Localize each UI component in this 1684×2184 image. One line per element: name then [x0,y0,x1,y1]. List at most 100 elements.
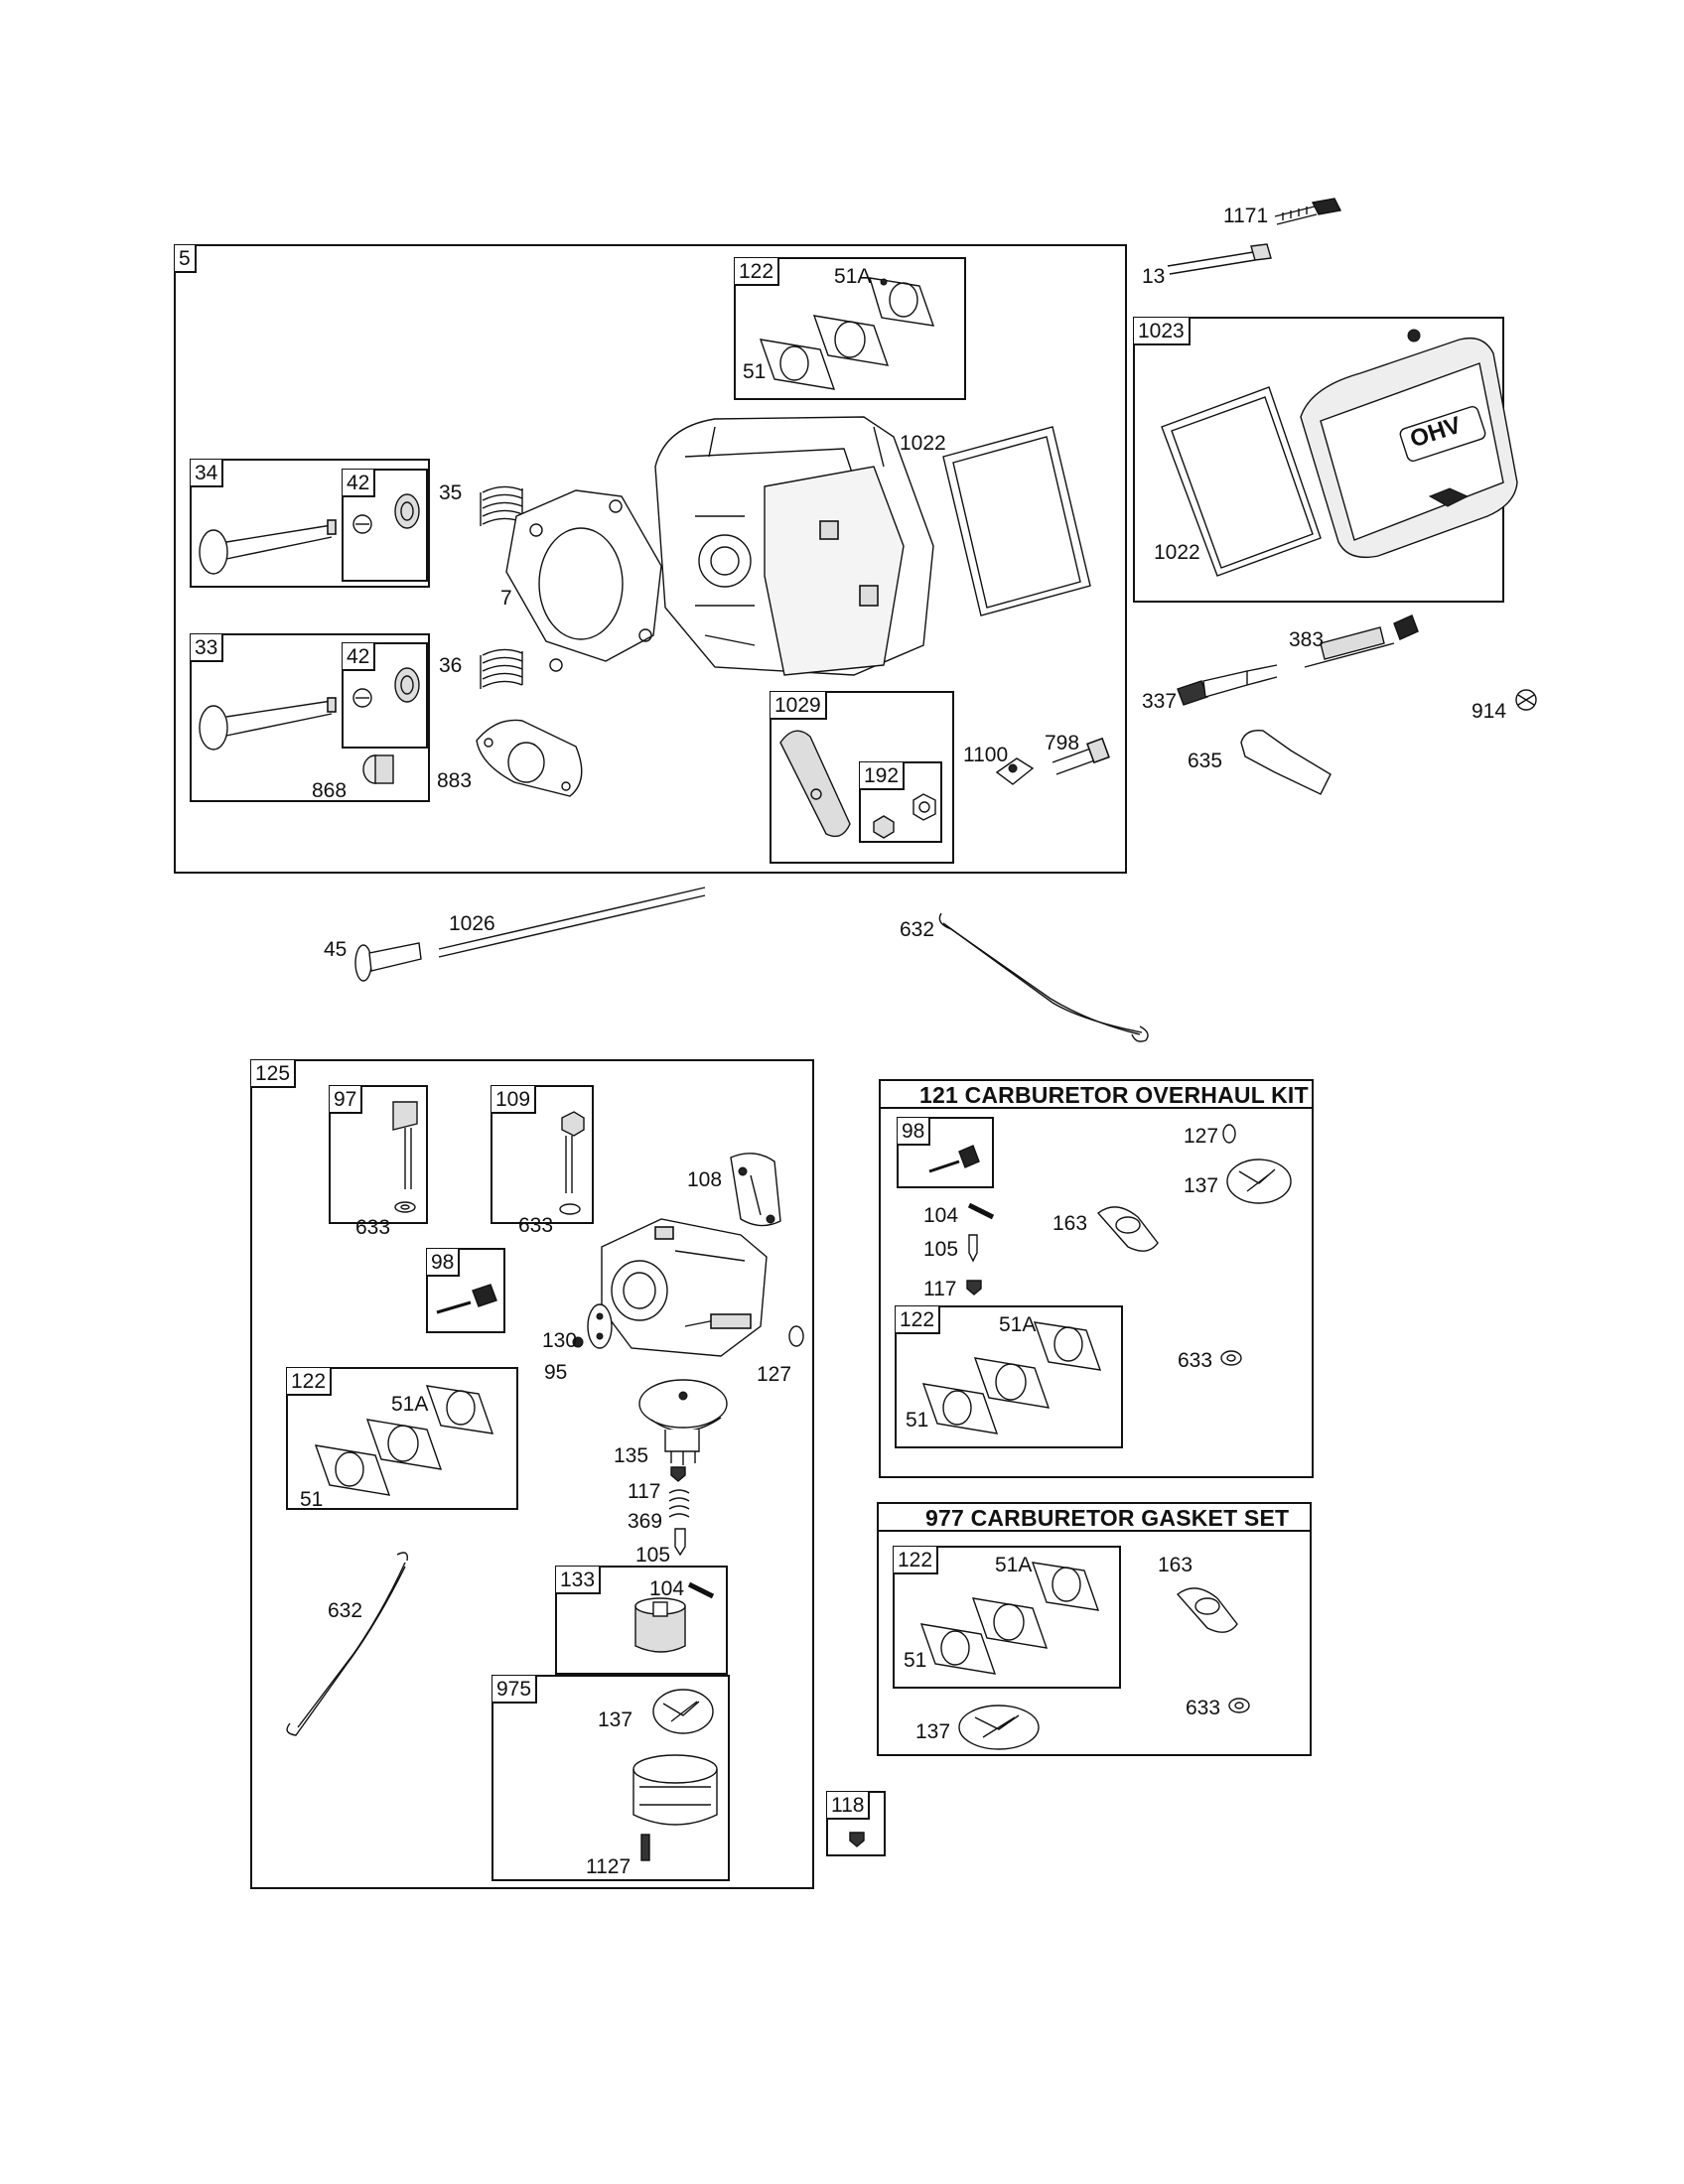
screw-98-carb [436,1284,497,1314]
seat-117-carb [670,1466,686,1482]
label-127-kit: 127 [1184,1125,1219,1148]
valve-exhaust-box [190,633,430,802]
gasket-51-carb [314,1444,391,1496]
label-45: 45 [324,938,348,961]
plate-130 [587,1303,613,1349]
valve-cover-gasket-1022a [942,426,1091,616]
screw-98-carb-tag: 98 [427,1249,461,1277]
retainer-box-b [342,642,428,749]
label-35: 35 [439,481,463,504]
carburetor-tag: 125 [251,1060,297,1088]
carburetor-frame [250,1059,814,1889]
gasket-122-set-box [893,1546,1121,1689]
label-105-kit: 105 [923,1238,959,1261]
valve-cover-gasket-1022b [1161,386,1322,577]
label-383: 383 [1289,628,1325,651]
gasket-kit-122-frame [734,257,966,400]
label-105-carb: 105 [635,1544,671,1567]
label-95: 95 [544,1361,568,1384]
label-633-b: 633 [518,1214,554,1237]
label-51-kit: 51 [906,1409,929,1432]
gasket-51A-top-back [869,277,935,327]
valve-exhaust-33 [199,697,337,751]
jet-109 [559,1111,585,1215]
gasket-51-top [759,339,836,390]
label-51A-kit: 51A [999,1313,1037,1336]
label-137-bowl: 137 [598,1708,633,1731]
jet-109-tag: 109 [491,1086,537,1114]
carb-overhaul-kit-frame [879,1079,1314,1478]
screw-98-kit [928,1145,980,1173]
label-137-set: 137 [915,1720,951,1743]
label-135: 135 [614,1444,649,1467]
rocker-nut-192 [873,793,936,839]
screw-914 [1515,689,1537,711]
gasket-51A-kit-back [1033,1321,1102,1371]
valve-cover-tag: 1023 [1134,318,1191,345]
label-7: 7 [500,587,512,610]
seat-117-kit [966,1280,982,1296]
screw-95 [572,1336,584,1348]
bowl-gasket-137-set [958,1705,1040,1750]
part-118 [849,1832,865,1847]
screw-98-carb-box [426,1248,505,1333]
needle-105-carb [674,1528,686,1557]
governor-spring-632-carb [286,1552,408,1736]
gasket-51A-top-mid [812,315,890,366]
label-635: 635 [1188,750,1223,772]
o-ring-127-kit [1222,1124,1236,1144]
valve-retainer-a [394,493,420,529]
label-1127: 1127 [586,1855,632,1878]
valve-keeper-42b [352,688,372,708]
valve-exhaust-tag: 33 [191,634,224,662]
label-117-kit: 117 [923,1278,957,1300]
label-369: 369 [628,1510,663,1533]
guide-plate-1100 [995,757,1035,785]
gasket-122-kit-box [895,1305,1123,1448]
carburetor-body [601,1218,768,1357]
label-127-carb: 127 [757,1363,792,1386]
gasket-108 [730,1153,781,1227]
label-914: 914 [1472,700,1507,723]
jet-97-box [329,1085,428,1224]
spark-plug-337 [1177,664,1278,706]
label-51A-top: 51A [834,265,872,288]
carb-gasket-set-title: 977 CARBURETOR GASKET SET [925,1505,1290,1531]
washer-633-kit [1220,1350,1242,1366]
washer-633-a [400,1204,410,1210]
bowl-screw-1127 [640,1834,650,1861]
gasket-51-kit [921,1383,999,1434]
label-104-kit: 104 [923,1204,959,1227]
bowl-gasket-137 [652,1689,714,1734]
label-632-top: 632 [900,918,935,941]
float-bowl-975 [632,1754,718,1826]
bowl-gasket-137-kit [1226,1159,1292,1204]
label-117-carb: 117 [628,1480,661,1503]
gasket-122-kit-tag: 122 [896,1306,941,1334]
push-rod-1026 [438,887,706,958]
valve-intake-box [190,459,430,588]
head-gasket-7 [505,489,662,672]
rocker-nut-tag: 192 [860,762,906,790]
label-108: 108 [687,1168,723,1191]
jet-97-tag: 97 [330,1086,363,1114]
label-1026: 1026 [449,912,495,935]
label-163-kit: 163 [1052,1212,1088,1235]
jet-97 [392,1101,418,1213]
part-118-tag: 118 [827,1792,871,1820]
label-633-kit: 633 [1178,1349,1213,1372]
retainer-box-a [342,469,428,582]
label-130: 130 [542,1329,578,1352]
valve-retainer-b [394,667,420,703]
governor-spring-632-top [938,912,1149,1042]
float-box [555,1566,728,1675]
bolt-13 [1167,243,1272,275]
intake-gasket-883 [476,719,583,797]
stud-1171 [1274,198,1342,225]
gasket-kit-122-tag: 122 [735,258,780,286]
label-137-kit: 137 [1184,1174,1219,1197]
label-337: 337 [1142,690,1178,713]
cylinder-head [654,416,934,676]
screw-98-kit-box [897,1117,994,1188]
